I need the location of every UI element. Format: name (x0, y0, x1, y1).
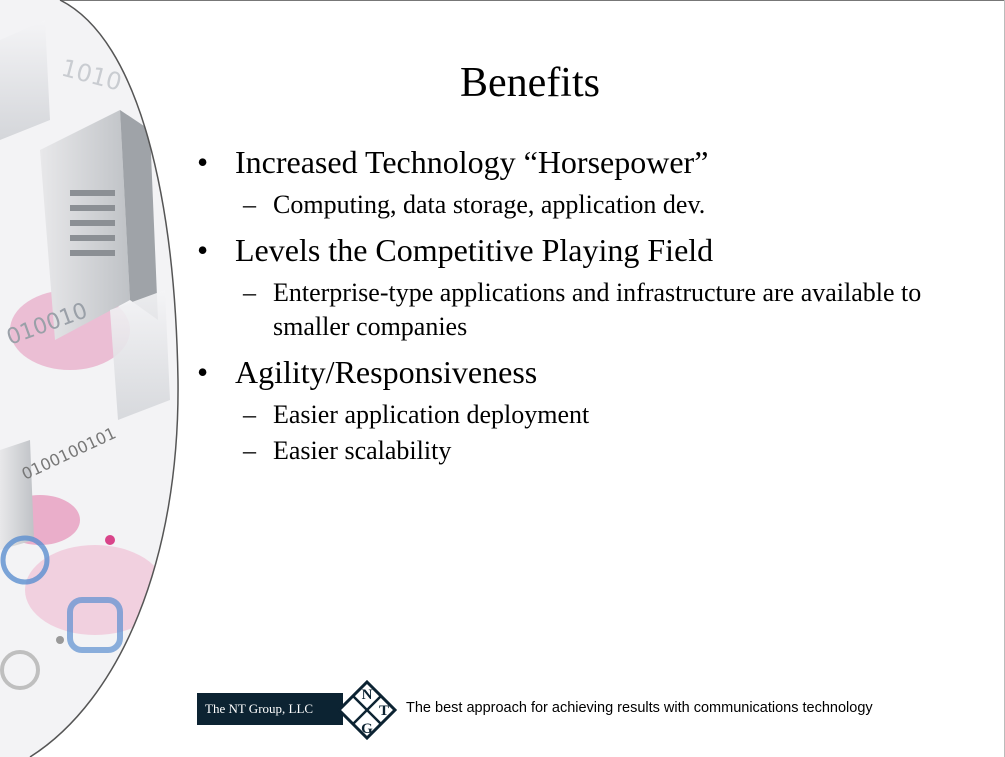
logo-letter-n: N (362, 687, 373, 703)
sub-bullet-item: – Enterprise-type applications and infra… (243, 276, 973, 344)
sub-bullet-text: Enterprise-type applications and infrast… (273, 278, 922, 341)
sub-bullet-item: – Easier application deployment (243, 398, 973, 432)
bullet-text: Agility/Responsiveness (235, 354, 538, 390)
bullet-item: • Increased Technology “Horsepower” (193, 142, 973, 182)
ntg-logo-icon: N T G (337, 680, 397, 740)
company-logo-box: The NT Group, LLC (197, 693, 343, 725)
sub-bullet-text: Easier scalability (273, 436, 452, 465)
footer: The NT Group, LLC N T G The best approac… (197, 680, 967, 740)
footer-tagline: The best approach for achieving results … (406, 700, 873, 716)
sub-bullet-text: Easier application deployment (273, 400, 590, 429)
dash-glyph: – (243, 436, 256, 465)
bullet-item: • Agility/Responsiveness (193, 352, 973, 392)
logo-letter-t: T (379, 703, 389, 719)
bullet-glyph: • (197, 232, 209, 268)
sub-bullet-item: – Computing, data storage, application d… (243, 188, 973, 222)
dash-glyph: – (243, 278, 256, 307)
slide-title: Benefits (460, 60, 600, 106)
logo-letter-g: G (361, 721, 373, 737)
dash-glyph: – (243, 400, 256, 429)
sub-bullet-text: Computing, data storage, application dev… (273, 190, 706, 219)
bullet-glyph: • (197, 354, 209, 390)
bullet-text: Levels the Competitive Playing Field (235, 232, 714, 268)
bullet-glyph: • (197, 144, 209, 180)
bullet-text: Increased Technology “Horsepower” (235, 144, 709, 180)
decorative-server-art-icon: 010010 0100100101 1010 (0, 0, 179, 757)
sub-bullet-item: – Easier scalability (243, 434, 973, 468)
slide-border-top (0, 0, 1005, 1)
bullet-item: • Levels the Competitive Playing Field (193, 230, 973, 270)
bullet-list: • Increased Technology “Horsepower” – Co… (193, 142, 973, 476)
dash-glyph: – (243, 190, 256, 219)
